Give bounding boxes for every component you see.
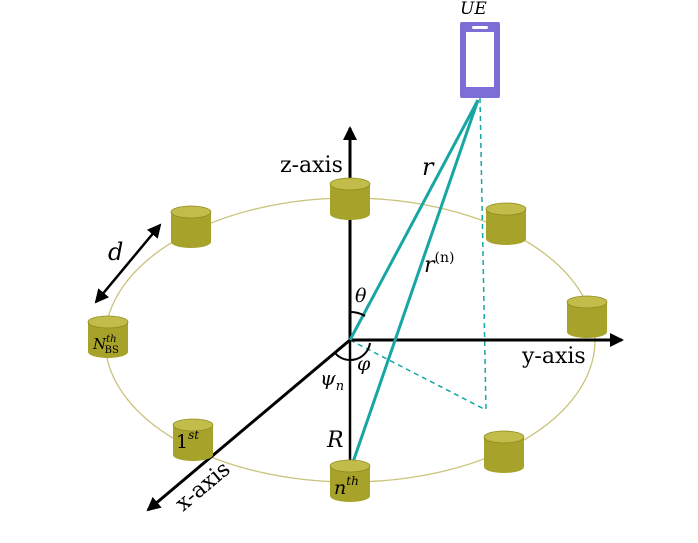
- smartphone-icon: [460, 22, 500, 98]
- base-station-bs-right: [566, 295, 608, 338]
- ue-label: UE: [460, 0, 487, 19]
- ray-r: [348, 99, 480, 341]
- cylinder-body: [173, 425, 213, 461]
- cylinder-body: [330, 184, 370, 220]
- cylinder-cap: [485, 202, 527, 216]
- x-axis-label: x-axis: [171, 457, 236, 517]
- cylinder-cap: [566, 295, 608, 309]
- label-theta: θ: [355, 285, 367, 307]
- ray-r-n: [350, 99, 480, 466]
- label-r: r: [422, 153, 435, 181]
- base-station-bs-lower-right: [483, 430, 525, 473]
- base-station-bs-upper-left: [170, 205, 212, 248]
- base-station-bs-first: [172, 418, 214, 461]
- label-r-n: r(n): [424, 250, 454, 278]
- x-axis-line: [146, 338, 351, 512]
- cylinder-body: [484, 437, 524, 473]
- label-d: d: [108, 238, 123, 266]
- cylinder-cap: [329, 177, 371, 191]
- base-station-bs-nbs: [87, 315, 129, 358]
- cylinder-body: [330, 466, 370, 502]
- base-station-bs-nth: [329, 459, 371, 502]
- label-phi: φ: [357, 353, 371, 375]
- cylinder-body: [567, 302, 607, 338]
- label-psi: ψn: [320, 366, 344, 394]
- cylinder-cap: [329, 459, 371, 473]
- z-axis-label: z-axis: [280, 153, 343, 178]
- cylinder-cap: [170, 205, 212, 219]
- bs-label-first: 1st: [176, 428, 199, 453]
- label-R: R: [326, 428, 344, 453]
- theta-arc: [349, 310, 366, 317]
- base-station-bs-upper-right: [485, 202, 527, 245]
- cylinder-cap: [483, 430, 525, 444]
- cylinder-cap: [172, 418, 214, 432]
- ground-projection-line: [349, 339, 487, 411]
- cylinder-body: [486, 209, 526, 245]
- spacing-arrow: [94, 223, 162, 304]
- cylinder-body: [171, 212, 211, 248]
- cylinder-body: [88, 322, 128, 358]
- bs-label-nth: nth: [334, 474, 359, 499]
- base-stations: [87, 177, 608, 502]
- ue-vertical-projection: [479, 97, 487, 411]
- cylinder-cap: [87, 315, 129, 329]
- base-station-bs-top: [329, 177, 371, 220]
- y-axis-label: y-axis: [521, 344, 586, 369]
- phi-arc: [334, 342, 371, 362]
